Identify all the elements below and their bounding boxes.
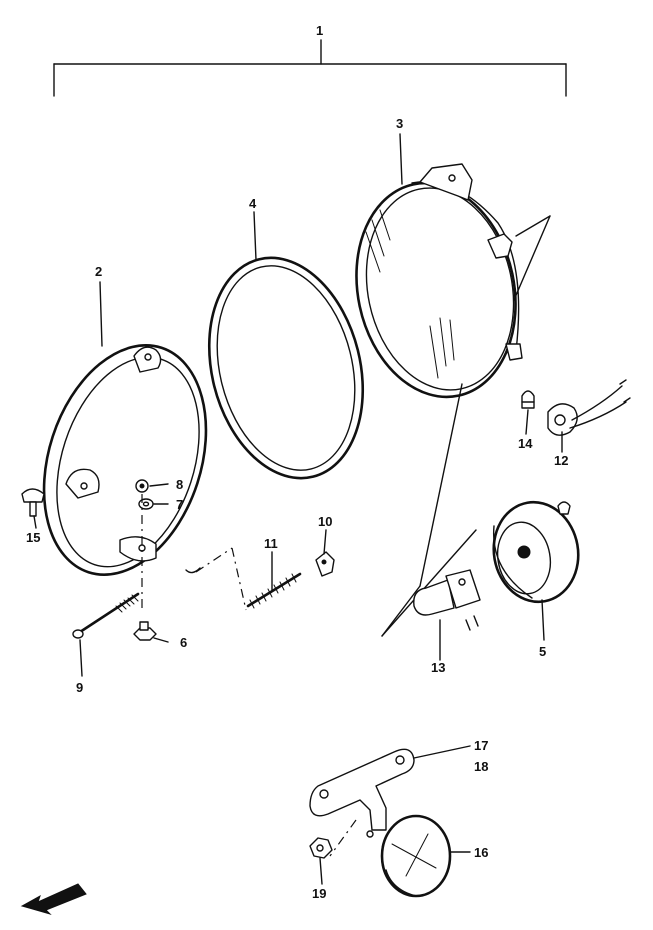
bracket-nut: [309, 837, 333, 859]
front-direction-arrow-icon: [20, 883, 87, 916]
label-part-7: 7: [176, 497, 183, 512]
lock-nut: [133, 621, 157, 641]
label-part-19: 19: [312, 886, 326, 901]
label-part-2: 2: [95, 264, 102, 279]
bulb-socket: [547, 379, 631, 436]
label-part-17: 17: [474, 738, 488, 753]
halogen-bulb: [413, 569, 481, 631]
label-part-3: 3: [396, 116, 403, 131]
label-part-15: 15: [26, 530, 40, 545]
headlamp-housing: [42, 344, 208, 576]
label-part-16: 16: [474, 845, 488, 860]
part-labels: 1 2 3 4 5 6 7 8 9 10 11 12 13 14 15 16 1…: [26, 23, 568, 901]
label-part-14: 14: [518, 436, 533, 451]
spring-holder: [315, 551, 335, 577]
reflector-cover: [492, 500, 580, 604]
label-part-13: 13: [431, 660, 445, 675]
nut: [135, 479, 149, 493]
label-part-4: 4: [249, 196, 257, 211]
screw: [21, 488, 45, 517]
assembly-bracket: [53, 39, 567, 97]
rim-ring: [207, 256, 365, 480]
label-part-10: 10: [318, 514, 332, 529]
adjuster-spring: [246, 572, 302, 609]
projection-lines: [381, 215, 551, 637]
label-part-9: 9: [76, 680, 83, 695]
label-part-5: 5: [539, 644, 546, 659]
label-part-6: 6: [180, 635, 187, 650]
label-part-1: 1: [316, 23, 323, 38]
label-part-18: 18: [474, 759, 488, 774]
adjusting-bolt: [72, 592, 140, 639]
washer: [138, 498, 154, 510]
label-part-8: 8: [176, 477, 183, 492]
assembly-centerlines: [141, 494, 357, 857]
headlamp-lens-unit: [355, 163, 523, 399]
label-part-11: 11: [264, 536, 278, 551]
label-part-12: 12: [554, 453, 568, 468]
leader-lines: [33, 133, 563, 885]
pilot-bulb: [521, 390, 535, 409]
reflector-disc: [380, 814, 452, 898]
mounting-bracket: [309, 748, 415, 838]
